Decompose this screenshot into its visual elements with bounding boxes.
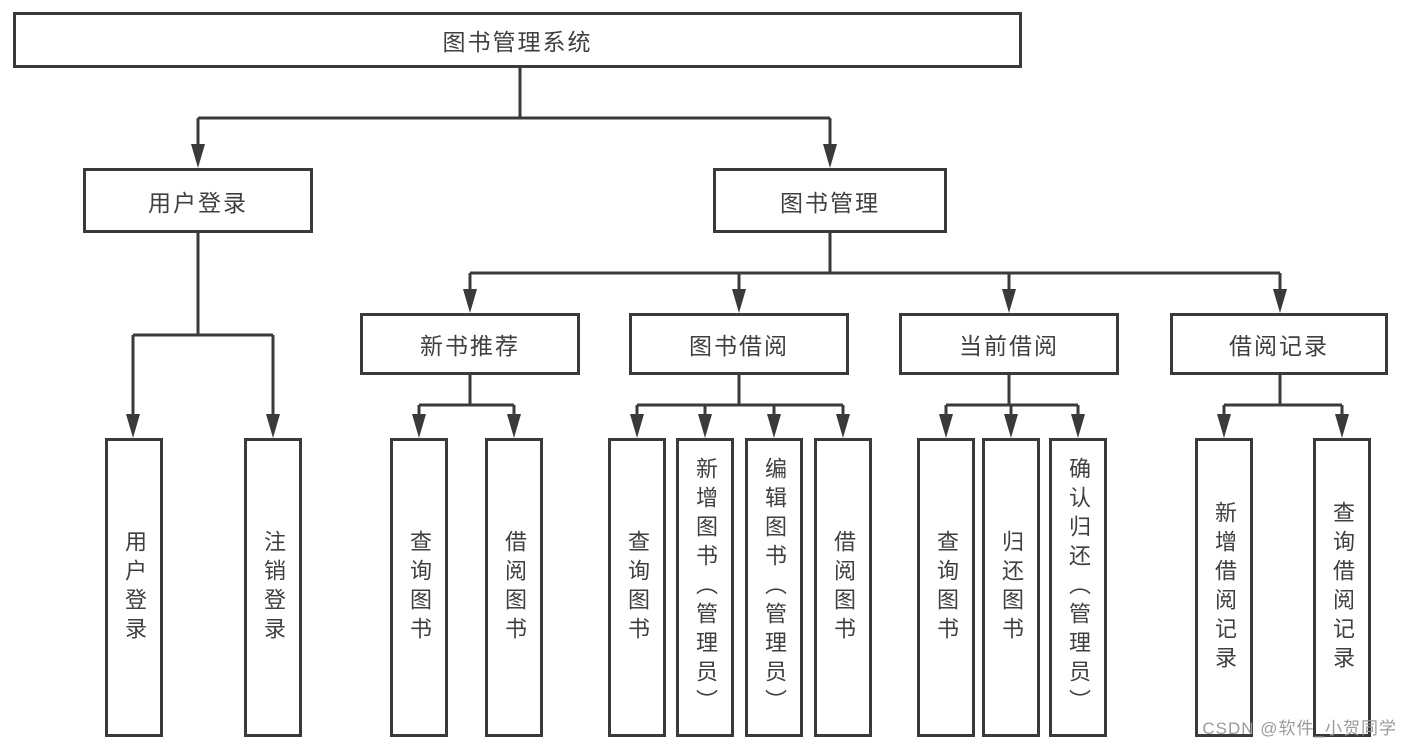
leaf-cb-confirm-return: 确认归还（管理员） (1049, 438, 1107, 737)
node-root-label: 图书管理系统 (442, 29, 593, 55)
connector-book-borrowing-children (635, 375, 845, 416)
arrowhead-leaf-user-login (126, 414, 140, 438)
node-book-borrowing: 图书借阅 (629, 313, 849, 375)
leaf-bb-query-books: 查询图书 (608, 438, 666, 737)
leaf-br-query-record: 查询借阅记录 (1313, 438, 1371, 737)
leaf-nb-query-books-label: 查询图书 (407, 529, 432, 646)
node-current-borrowing-label: 当前借阅 (959, 333, 1059, 359)
arrowhead-current-borrowing (1002, 289, 1016, 313)
leaf-user-login-label: 用户登录 (122, 529, 147, 646)
arrowhead-leaf-bb-query (630, 414, 644, 438)
connector-user-login-children (131, 233, 275, 416)
node-root: 图书管理系统 (13, 12, 1022, 68)
leaf-bb-add-books: 新增图书（管理员） (676, 438, 734, 737)
leaf-bb-borrow-books: 借阅图书 (814, 438, 872, 737)
leaf-user-login: 用户登录 (105, 438, 163, 737)
node-book-borrowing-label: 图书借阅 (689, 333, 789, 359)
node-user-login-label: 用户登录 (148, 189, 248, 216)
node-borrowing-records-label: 借阅记录 (1229, 333, 1329, 359)
connector-current-borrowing-children (944, 375, 1080, 416)
leaf-cb-return-books-label: 归还图书 (999, 529, 1024, 646)
leaf-bb-add-books-label: 新增图书（管理员） (693, 457, 718, 718)
leaf-bb-borrow-books-label: 借阅图书 (831, 529, 856, 646)
node-new-book-recommend-label: 新书推荐 (420, 333, 520, 359)
arrowhead-leaf-nb-borrow (507, 414, 521, 438)
arrowhead-leaf-cb-return (1004, 414, 1018, 438)
arrowhead-leaf-cb-query (939, 414, 953, 438)
node-book-management: 图书管理 (713, 168, 947, 233)
arrowhead-leaf-nb-query (412, 414, 426, 438)
arrowhead-book-management (823, 144, 837, 168)
arrowhead-user-login (191, 144, 205, 168)
arrowhead-leaf-bb-add (698, 414, 712, 438)
connector-book-management-children (468, 233, 1282, 292)
leaf-cb-query-books: 查询图书 (917, 438, 975, 737)
arrowhead-borrowing-records (1273, 289, 1287, 313)
leaf-bb-query-books-label: 查询图书 (625, 529, 650, 646)
leaf-cb-return-books: 归还图书 (982, 438, 1040, 737)
arrowhead-leaf-bb-edit (767, 414, 781, 438)
leaf-nb-query-books: 查询图书 (390, 438, 448, 737)
leaf-nb-borrow-books-label: 借阅图书 (502, 529, 527, 646)
node-current-borrowing: 当前借阅 (899, 313, 1119, 375)
connector-root-to-level2 (196, 68, 832, 147)
arrowhead-leaf-logout (266, 414, 280, 438)
arrowhead-leaf-bb-borrow (836, 414, 850, 438)
leaf-logout: 注销登录 (244, 438, 302, 737)
leaf-bb-edit-books: 编辑图书（管理员） (745, 438, 803, 737)
arrowhead-leaf-br-query (1335, 414, 1349, 438)
node-borrowing-records: 借阅记录 (1170, 313, 1388, 375)
connector-new-book-recommend-children (417, 375, 516, 416)
leaf-cb-confirm-return-label: 确认归还（管理员） (1066, 457, 1091, 718)
leaf-br-add-record: 新增借阅记录 (1195, 438, 1253, 737)
node-user-login: 用户登录 (83, 168, 313, 233)
leaf-br-add-record-label: 新增借阅记录 (1212, 500, 1237, 675)
node-new-book-recommend: 新书推荐 (360, 313, 580, 375)
leaf-cb-query-books-label: 查询图书 (934, 529, 959, 646)
node-book-management-label: 图书管理 (780, 189, 880, 216)
arrowhead-new-book-recommend (463, 289, 477, 313)
arrowhead-book-borrowing (732, 289, 746, 313)
leaf-nb-borrow-books: 借阅图书 (485, 438, 543, 737)
arrowhead-leaf-br-add (1217, 414, 1231, 438)
connector-borrowing-records-children (1222, 375, 1344, 416)
arrowhead-leaf-cb-confirm (1071, 414, 1085, 438)
csdn-watermark: CSDN @软件_小贺同学 (1202, 719, 1397, 738)
leaf-br-query-record-label: 查询借阅记录 (1330, 500, 1355, 675)
leaf-logout-label: 注销登录 (261, 529, 286, 646)
leaf-bb-edit-books-label: 编辑图书（管理员） (762, 457, 787, 718)
